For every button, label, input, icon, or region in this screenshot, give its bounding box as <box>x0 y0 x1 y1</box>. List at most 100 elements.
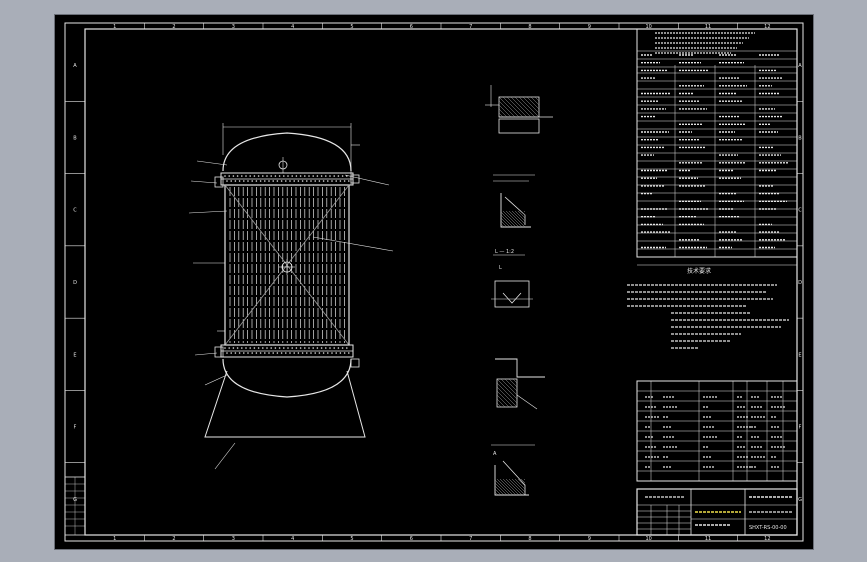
band-dot <box>287 347 289 349</box>
band-dot <box>276 352 279 354</box>
detail-4 <box>495 358 545 410</box>
hatch-line <box>496 398 506 408</box>
zone-label-left: C <box>73 208 77 214</box>
hatch-line <box>514 210 526 222</box>
hatch-line <box>514 96 536 118</box>
hatch-line <box>502 478 520 496</box>
band-dot <box>306 180 308 182</box>
band-dot <box>234 352 237 354</box>
band-dot <box>301 352 304 354</box>
leader-1 <box>196 160 228 166</box>
detail-2-corner <box>500 193 531 228</box>
band-dot <box>295 175 298 177</box>
band-dot <box>314 352 317 354</box>
hatch-line <box>505 478 523 496</box>
zone-label-bottom: 3 <box>232 536 235 542</box>
zone-label-right: B <box>798 135 802 141</box>
band-dot <box>247 352 249 354</box>
band-dot <box>245 175 247 177</box>
hatch-line <box>498 104 512 118</box>
zone-label-left: B <box>73 135 77 141</box>
band-dot <box>346 347 348 349</box>
band-dot <box>255 180 258 182</box>
band-dot <box>316 175 319 177</box>
band-dot <box>329 347 331 349</box>
band-dot <box>278 347 281 349</box>
band-dot <box>264 352 266 354</box>
zone-label-bottom: 12 <box>764 536 770 542</box>
zone-label-top: 9 <box>588 24 591 30</box>
band-dot <box>331 180 333 182</box>
hatch-line <box>520 478 526 484</box>
band-dot <box>339 180 342 182</box>
detail-views: L — 1:2 L A <box>485 85 553 496</box>
zone-label-top: 8 <box>528 24 531 30</box>
band-dot <box>230 352 232 354</box>
hatch-line <box>517 210 526 219</box>
detail-3-label: L — 1:2 <box>495 249 514 255</box>
detail-2-hatch <box>500 210 526 228</box>
hatch-line <box>523 478 526 481</box>
band-dot <box>236 175 239 177</box>
hatch-line <box>512 378 518 384</box>
band-dot <box>226 352 228 354</box>
band-dot <box>224 175 226 177</box>
hatch-line <box>514 478 526 490</box>
band-dot <box>312 175 315 177</box>
band-dot <box>257 347 260 349</box>
hatch-line <box>499 478 517 496</box>
band-dot <box>287 175 289 177</box>
zone-label-right: E <box>798 352 801 358</box>
hatch-line <box>498 100 516 118</box>
band-dot <box>322 180 325 182</box>
band-dot <box>243 180 245 182</box>
band-dot <box>274 175 277 177</box>
band-dot <box>259 180 262 182</box>
band-dot <box>276 180 279 182</box>
detail-3: L — 1:2 L <box>491 249 533 308</box>
band-dot <box>283 347 285 349</box>
zone-label-bottom: 4 <box>291 536 294 542</box>
band-dot <box>241 175 243 177</box>
band-dot <box>325 347 327 349</box>
band-dot <box>234 180 237 182</box>
band-dot <box>285 352 287 354</box>
hatch-line <box>502 210 520 228</box>
band-dot <box>274 347 277 349</box>
band-dot <box>232 347 235 349</box>
sheet-border <box>64 22 804 542</box>
nozzle-top-left <box>214 176 224 188</box>
band-dot <box>316 347 319 349</box>
hatch-line <box>506 96 528 118</box>
band-dot <box>243 352 245 354</box>
band-dot <box>228 175 230 177</box>
hatch-line <box>522 96 540 114</box>
hatch-line <box>500 214 514 228</box>
band-dot <box>285 180 287 182</box>
detail-1 <box>485 85 553 134</box>
title-block-left-grid <box>637 505 691 535</box>
hatch-line <box>494 482 508 496</box>
band-dot <box>266 347 268 349</box>
band-dot <box>270 175 272 177</box>
hatch-line <box>517 478 526 487</box>
zone-label-bottom: 7 <box>469 536 472 542</box>
band-dot <box>230 180 232 182</box>
band-dot <box>280 352 283 354</box>
band-dot <box>249 175 251 177</box>
title-block: SHXT-RS-00-00 <box>636 488 798 536</box>
band-dot <box>291 175 293 177</box>
band-dot <box>318 352 321 354</box>
detail-2 <box>493 174 535 228</box>
band-dot <box>297 180 300 182</box>
zone-label-bottom: 1 <box>113 536 116 542</box>
skirt <box>204 370 366 438</box>
detail-3-vgroove <box>502 292 522 304</box>
